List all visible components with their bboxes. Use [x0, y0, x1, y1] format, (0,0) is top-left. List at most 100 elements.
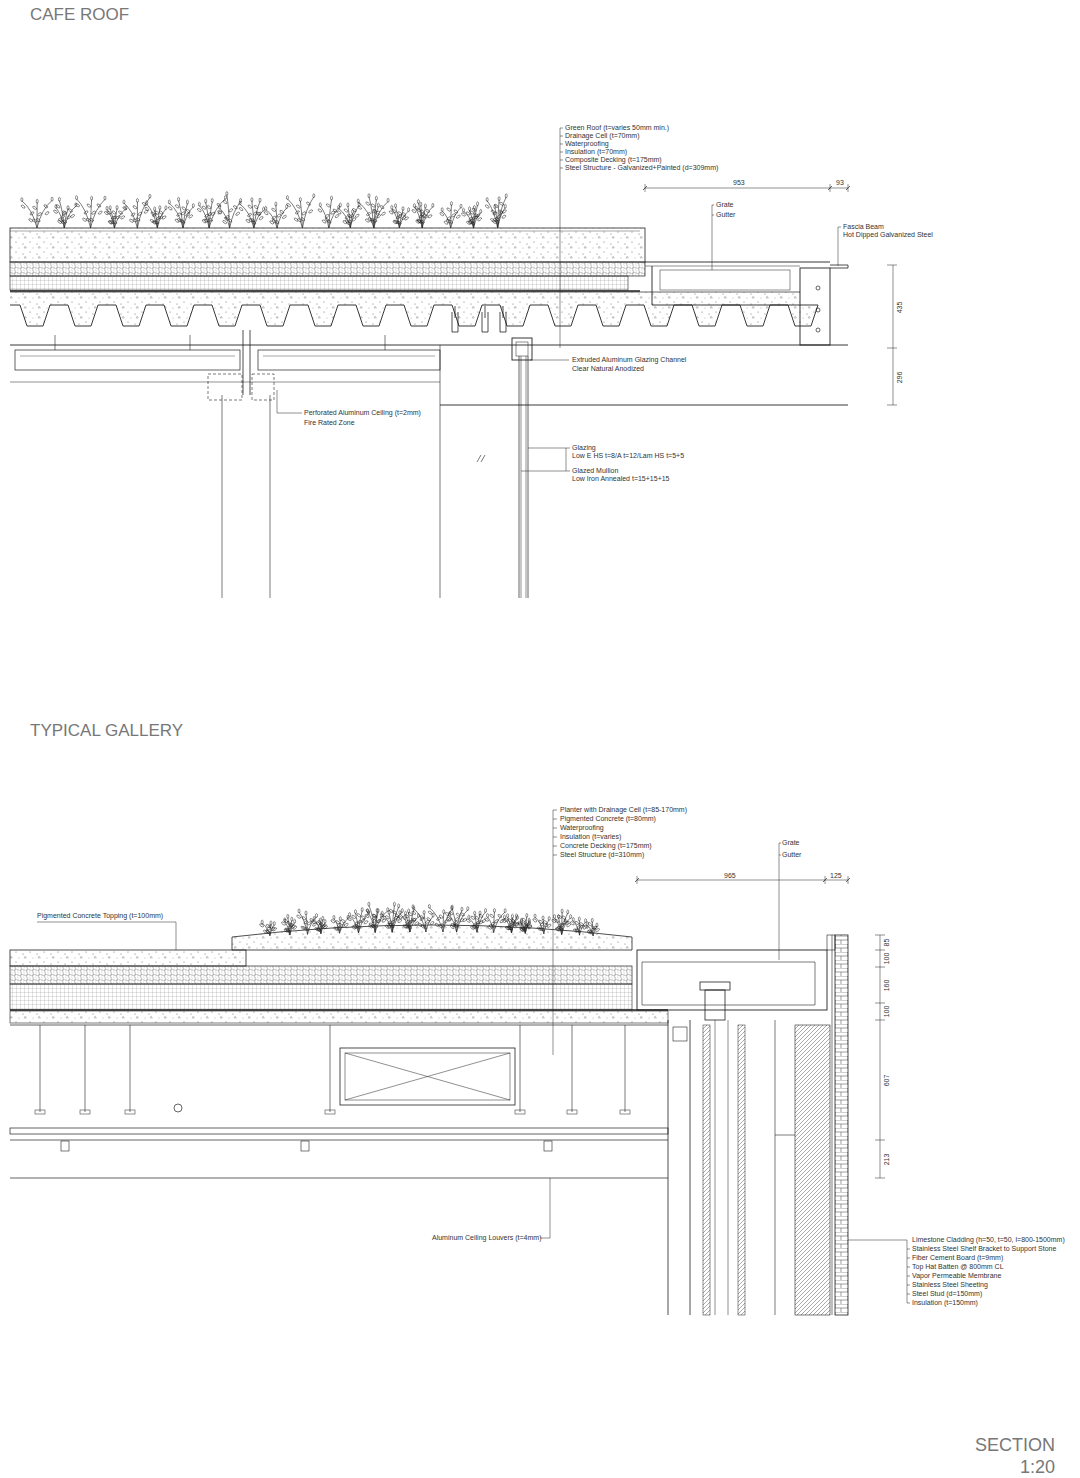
plant-leaf: [154, 207, 156, 211]
plant-leaf: [356, 913, 361, 917]
plant-leaf: [469, 207, 471, 211]
ceiling-hanger: [625, 1025, 626, 1112]
dimension-tick: [887, 405, 897, 406]
plant-leaf: [344, 923, 349, 927]
plant-stem: [147, 204, 158, 228]
dimension-tick: [875, 1178, 885, 1179]
plant-leaf: [591, 925, 596, 929]
plant-stem: [59, 201, 64, 228]
plant-leaf: [543, 920, 548, 924]
plant-leaf: [226, 192, 228, 196]
callout-text: Perforated Aluminum Ceiling (t=2mm): [304, 409, 421, 416]
leader-line: [838, 227, 839, 266]
plant-leaf: [162, 215, 167, 219]
plant-leaf: [286, 196, 288, 200]
plant-leaf: [385, 915, 390, 919]
ceiling-panel: [15, 350, 240, 370]
plant-leaf: [235, 212, 240, 216]
plant-leaf: [282, 215, 287, 219]
plant-leaf: [251, 198, 253, 202]
callout-text: Fire Rated Zone: [304, 419, 355, 426]
wall-line: [270, 395, 271, 598]
plant-leaf: [439, 915, 444, 919]
plant-leaf: [561, 915, 566, 919]
plant-leaf: [397, 221, 402, 225]
plant-leaf: [311, 920, 316, 924]
plant-leaf: [372, 914, 377, 918]
leader-line: [560, 128, 561, 348]
plant-leaf: [507, 914, 509, 918]
plant-leaf: [494, 919, 499, 923]
callout-text: Fascia Beam: [843, 223, 884, 230]
plant-leaf: [466, 919, 471, 923]
leader-line: [553, 810, 554, 1055]
plant-stem: [277, 208, 287, 228]
callout-text: Insulation (t=70mm): [565, 148, 627, 155]
plant-leaf: [337, 210, 342, 214]
plant-leaf: [82, 218, 87, 222]
plant-stem: [350, 206, 359, 228]
plant-leaf: [365, 201, 370, 205]
plant-leaf: [104, 211, 109, 215]
callout-text: Composite Decking (t=175mm): [565, 156, 662, 163]
plant-leaf: [316, 914, 318, 918]
dimension-vertical: 213: [884, 1153, 891, 1165]
plant-leaf: [526, 913, 528, 917]
plant-leaf: [251, 220, 256, 224]
plant-leaf: [444, 221, 449, 225]
plant-stem: [124, 203, 137, 228]
plant-leaf: [317, 208, 322, 212]
plant-stem: [266, 210, 277, 228]
plant-leaf: [411, 209, 416, 213]
dimension: 953: [733, 179, 745, 186]
callout-text: Steel Structure - Galvanized+Painted (d=…: [565, 164, 718, 171]
plant-leaf: [247, 205, 252, 209]
plant-leaf: [376, 908, 378, 912]
pipe-insulation: [738, 1025, 745, 1315]
plant-stem: [179, 201, 183, 228]
plant-leaf: [461, 907, 463, 911]
fire-rated-zone: [252, 374, 274, 400]
decking-profile: [10, 305, 818, 326]
plant-leaf: [344, 208, 349, 212]
plant-leaf: [528, 920, 530, 924]
wall-line: [775, 1135, 795, 1136]
plant-leaf: [511, 914, 513, 918]
plant-leaf: [495, 220, 500, 224]
bolt: [816, 328, 820, 332]
plant-leaf: [305, 911, 307, 915]
callout-text: Aluminum Ceiling Louvers (t=4mm): [432, 1234, 542, 1241]
plant-leaf: [404, 216, 409, 220]
steel-beam-top: [10, 345, 848, 346]
plant-leaf: [296, 204, 301, 208]
plant-leaf: [43, 204, 48, 208]
plant-leaf: [372, 218, 377, 222]
plant-leaf: [319, 203, 321, 207]
callout-text: Limestone Cladding (h=50, t=50, l=800-15…: [912, 1236, 1065, 1243]
bracket: [673, 1027, 687, 1041]
plant-leaf: [36, 199, 38, 203]
plant-leaf: [443, 910, 445, 914]
plant-leaf: [188, 214, 193, 218]
plant-leaf: [393, 902, 395, 906]
plant-leaf: [351, 915, 356, 919]
plant-leaf: [389, 210, 394, 214]
plant-leaf: [254, 205, 259, 209]
plant-leaf: [489, 914, 494, 918]
glazing-channel: [512, 338, 532, 360]
fascia-flange: [830, 265, 848, 268]
pipe: [728, 1020, 729, 1315]
plant-leaf: [286, 203, 291, 207]
plant-leaf: [259, 216, 264, 220]
callout-text: Glazing: [572, 444, 596, 451]
steel-structure-top: [10, 1025, 668, 1026]
plant-leaf: [480, 209, 482, 213]
plant-leaf: [510, 918, 515, 922]
plant-leaf: [428, 904, 430, 908]
dimension-tick: [823, 878, 827, 882]
plant-stem: [137, 197, 150, 228]
plant-leaf: [567, 910, 569, 914]
plant-leaf: [298, 909, 300, 913]
plant-leaf: [469, 210, 474, 214]
plant-leaf: [313, 916, 315, 920]
